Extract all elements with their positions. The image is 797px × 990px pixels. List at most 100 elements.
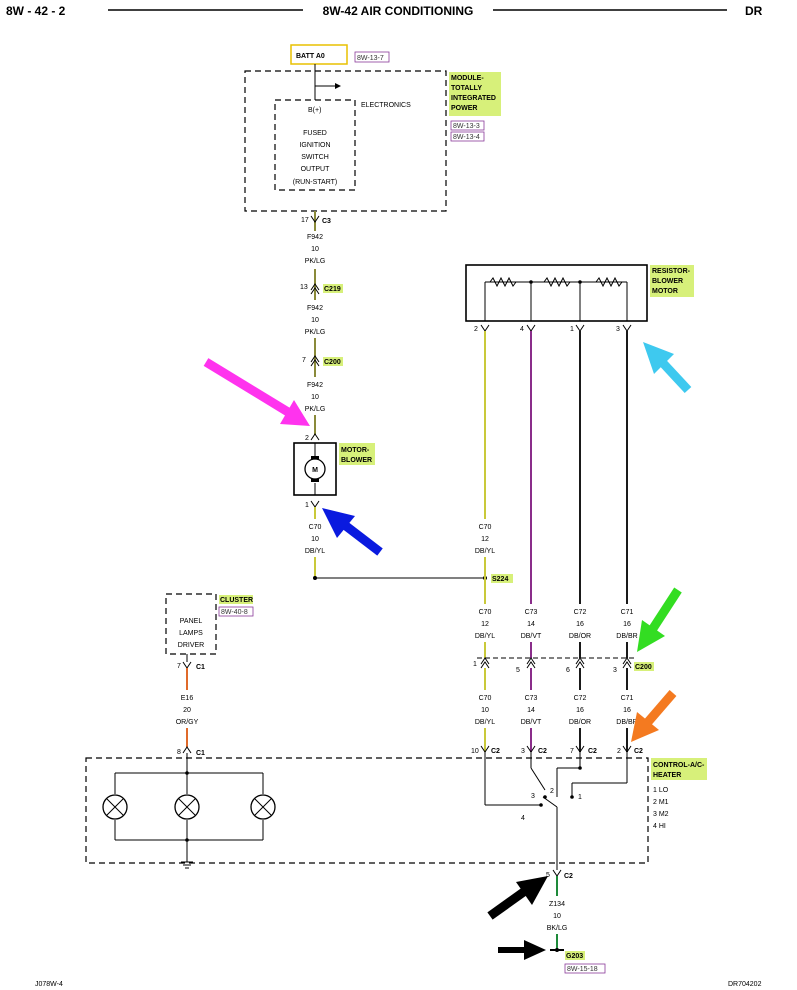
cluster-driver-2: LAMPS: [179, 630, 203, 637]
blower-switch: 2 1 3 4: [484, 752, 628, 870]
switch-pos-1: 1: [578, 794, 582, 801]
c72-low-gauge: 16: [576, 707, 584, 714]
c72-mid-color: DB/OR: [569, 633, 591, 640]
page-number: 8W - 42 - 2: [6, 4, 66, 18]
blower-motor: 2 M MOTOR- BLOWER 1 C70 10 DB/YL S224: [293, 433, 513, 583]
f942-c-circuit: F942: [307, 382, 323, 389]
c2-label-4: C2: [634, 748, 643, 755]
f942-c-color: PK/LG: [305, 406, 326, 413]
c71-low-color: DB/BR: [616, 719, 637, 726]
c70-mid-color: DB/YL: [475, 633, 495, 640]
switch-pos-2: 2: [550, 788, 554, 795]
res-pin-4: 3: [616, 326, 620, 333]
c1-bottom-pin: 8: [177, 749, 181, 756]
e16-color: OR/GY: [176, 719, 199, 726]
c2-pin-4: 2: [617, 748, 621, 755]
arrow-black-ground: [498, 940, 546, 960]
c72-low-circuit: C72: [574, 695, 587, 702]
lamp-center: [174, 773, 200, 840]
c70-blower-gauge: 10: [311, 536, 319, 543]
f942-b-circuit: F942: [307, 305, 323, 312]
c72-mid-circuit: C72: [574, 609, 587, 616]
blower-top-pin: 2: [305, 435, 309, 442]
resistor-name-3: MOTOR: [652, 288, 678, 295]
tipm-electronics: ELECTRONICS: [361, 102, 411, 109]
res-pin-1: 2: [474, 326, 478, 333]
c3-label: C3: [322, 218, 331, 225]
c200b-pin-4: 3: [613, 667, 617, 674]
model-code: DR: [745, 4, 763, 18]
tipm-output-2: IGNITION: [299, 142, 330, 149]
c70-low-color: DB/YL: [475, 719, 495, 726]
f942-a-gauge: 10: [311, 246, 319, 253]
c72-mid-gauge: 16: [576, 621, 584, 628]
ground-circuit: 5 C2 Z134 10 BK/LG G203 8W-15-18: [545, 869, 606, 974]
tipm-name-2: TOTALLY: [451, 85, 482, 92]
tipm-bplus: B(+): [308, 107, 321, 114]
lamp-left: [102, 773, 128, 840]
c73-low-circuit: C73: [525, 695, 538, 702]
c219-pin: 13: [300, 284, 308, 291]
resistor-name-2: BLOWER: [652, 278, 683, 285]
c2-ground-label: C2: [564, 873, 573, 880]
c71-mid-gauge: 16: [623, 621, 631, 628]
ground-ref: 8W-15-18: [567, 966, 598, 973]
page-title: 8W-42 AIR CONDITIONING: [323, 4, 474, 18]
c2-pin-1: 10: [471, 748, 479, 755]
c72-low-color: DB/OR: [569, 719, 591, 726]
f942-a-circuit: F942: [307, 234, 323, 241]
speed-3: 3 M2: [653, 811, 669, 818]
f942-b-gauge: 10: [311, 317, 319, 324]
z134-circuit: Z134: [549, 901, 565, 908]
batt-ref: 8W-13-7: [357, 55, 384, 62]
c73-low-gauge: 14: [527, 707, 535, 714]
c71-mid-color: DB/BR: [616, 633, 637, 640]
page-header: 8W - 42 - 2 8W-42 AIR CONDITIONING DR: [6, 4, 763, 18]
c2-pin-2: 3: [521, 748, 525, 755]
c1-bottom-label: C1: [196, 750, 205, 757]
c73-mid-circuit: C73: [525, 609, 538, 616]
res-pin-2: 4: [520, 326, 524, 333]
c219-label: C219: [324, 286, 341, 293]
tipm-output-3: SWITCH: [301, 154, 329, 161]
resistor-wires: C70 12 DB/YL C70 12 DB/YL C73 14 DB/VT C…: [472, 331, 640, 658]
tipm-ref-2: 8W-13-4: [453, 134, 480, 141]
lamp-right: [250, 773, 276, 840]
tipm-output-5: (RUN-START): [293, 179, 337, 186]
switch-pos-4: 4: [521, 815, 525, 822]
c200b-pin-1: 1: [473, 661, 477, 668]
footer-left-code: J078W-4: [35, 981, 63, 988]
cluster-driver-1: PANEL: [180, 618, 203, 625]
c70-low-circuit: C70: [479, 695, 492, 702]
f942-a-color: PK/LG: [305, 258, 326, 265]
tipm-output-1: FUSED: [303, 130, 327, 137]
arrow-green-c200: [637, 587, 682, 652]
c200b-pin-2: 5: [516, 667, 520, 674]
e16-gauge: 20: [183, 707, 191, 714]
c71-low-circuit: C71: [621, 695, 634, 702]
motor-symbol: M: [312, 467, 318, 474]
blower-name-2: BLOWER: [341, 457, 372, 464]
c70-low-gauge: 10: [481, 707, 489, 714]
switch-pos-3: 3: [531, 793, 535, 800]
arrow-magenta-blower-input: [203, 358, 310, 426]
c70-blower-color: DB/YL: [305, 548, 325, 555]
z134-gauge: 10: [553, 913, 561, 920]
c200b-pin-3: 6: [566, 667, 570, 674]
cluster-name: CLUSTER: [220, 597, 253, 604]
c3-pin: 17: [301, 217, 309, 224]
c2-label-3: C2: [588, 748, 597, 755]
chassis-ground-symbol: [181, 840, 193, 869]
speed-4: 4 HI: [653, 823, 666, 830]
c73-mid-gauge: 14: [527, 621, 535, 628]
c73-low-color: DB/VT: [521, 719, 542, 726]
res-pin-3: 1: [570, 326, 574, 333]
f942-circuit: 17 C3 F942 10 PK/LG 13 C219 F942 10 PK/L…: [300, 211, 343, 435]
c200-pin: 7: [302, 357, 306, 364]
splice-s224: S224: [492, 576, 508, 583]
footer-right-code: DR704202: [728, 981, 762, 988]
control-name-1: CONTROL-A/C-: [653, 762, 705, 769]
tipm-output-4: OUTPUT: [301, 166, 331, 173]
ground-label: G203: [566, 953, 583, 960]
blower-name-1: MOTOR-: [341, 447, 370, 454]
